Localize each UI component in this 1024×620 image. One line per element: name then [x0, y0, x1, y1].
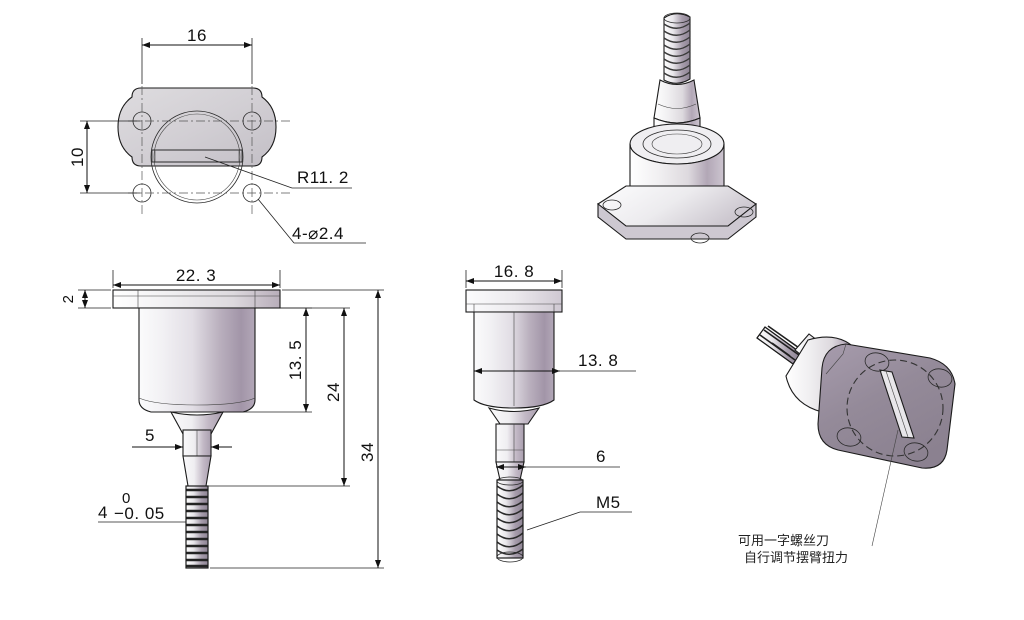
front-lower-taper: [182, 455, 212, 487]
dim-label-10: 10: [68, 147, 87, 167]
front-body: [138, 307, 256, 413]
view-side: 16. 8 13. 8 6 M5: [465, 262, 636, 563]
dim-label-34: 34: [358, 442, 377, 462]
label-m5: M5: [596, 493, 621, 512]
dim-label-24: 24: [324, 382, 343, 402]
dim-label-5: 5: [145, 426, 155, 445]
dim-label-13-8: 13. 8: [578, 351, 618, 370]
callout-tolerance-4: 4 0 −0. 05: [98, 490, 186, 523]
label-r11-2: R11. 2: [297, 168, 349, 187]
dimension-5: 5: [132, 426, 232, 450]
callout-m5: M5: [526, 493, 632, 531]
side-thread: [496, 476, 524, 563]
iso-flange-holes: [602, 199, 754, 244]
iso2-flange-holes: [836, 352, 953, 462]
callout-r11-2: R11. 2: [204, 156, 352, 189]
tolerance-value: 4: [98, 503, 108, 522]
iso2-boss-circle: [846, 359, 944, 457]
dimension-6: 6: [496, 447, 620, 470]
dim-label-16-8: 16. 8: [494, 262, 534, 281]
front-taper: [169, 411, 225, 435]
flange-outline: [117, 87, 277, 167]
iso-flange-side: [597, 202, 757, 240]
front-thread: [185, 485, 209, 569]
label-4-dia-2-4: 4-⌀2.4: [292, 224, 344, 243]
tolerance-upper: 0: [122, 490, 131, 507]
iso2-screwdriver-slot: [879, 369, 915, 439]
view-flange-top: 16 10 R11. 2 4-⌀2.4: [68, 26, 366, 244]
dimension-24: 24: [207, 307, 350, 487]
view-isometric-face: 可用一字螺丝刀 自行调节摆臂扭力: [738, 325, 956, 566]
note-line-1: 可用一字螺丝刀: [738, 534, 829, 549]
dimension-2: 2: [60, 289, 111, 309]
iso-flange-top-face: [597, 185, 757, 227]
side-taper: [487, 407, 541, 425]
dim-label-22-3: 22. 3: [176, 266, 216, 285]
hole-centerlines: [128, 86, 290, 215]
view-isometric-top: [597, 12, 757, 244]
tolerance-lower: −0. 05: [114, 504, 165, 523]
dim-label-13-5: 13. 5: [286, 340, 305, 380]
dimension-13-8: 13. 8: [474, 351, 636, 374]
dimension-16: 16: [141, 26, 253, 84]
dim-label-2: 2: [60, 295, 77, 304]
boss-circle-inner: [153, 113, 241, 201]
callout-4-dia-2-4: 4-⌀2.4: [257, 198, 366, 244]
dim-label-6: 6: [596, 447, 606, 466]
note-line-2: 自行调节摆臂扭力: [744, 551, 848, 566]
side-shaft: [495, 423, 525, 463]
view-front: 22. 3 2 13. 5 24 34: [60, 266, 384, 569]
side-flange: [465, 289, 563, 313]
iso2-flange: [817, 343, 956, 469]
dimension-10: 10: [68, 120, 140, 194]
dimension-22-3: 22. 3: [112, 266, 281, 288]
dimension-16-8: 16. 8: [465, 262, 563, 288]
dimension-34: 34: [210, 289, 384, 569]
boss-circle-outer: [150, 110, 244, 204]
note-screwdriver: 可用一字螺丝刀 自行调节摆臂扭力: [738, 429, 899, 566]
dim-label-16: 16: [187, 26, 207, 45]
iso-stud-shoulder: [653, 79, 701, 124]
iso2-thread: [756, 325, 803, 365]
iso-thread: [663, 12, 691, 84]
